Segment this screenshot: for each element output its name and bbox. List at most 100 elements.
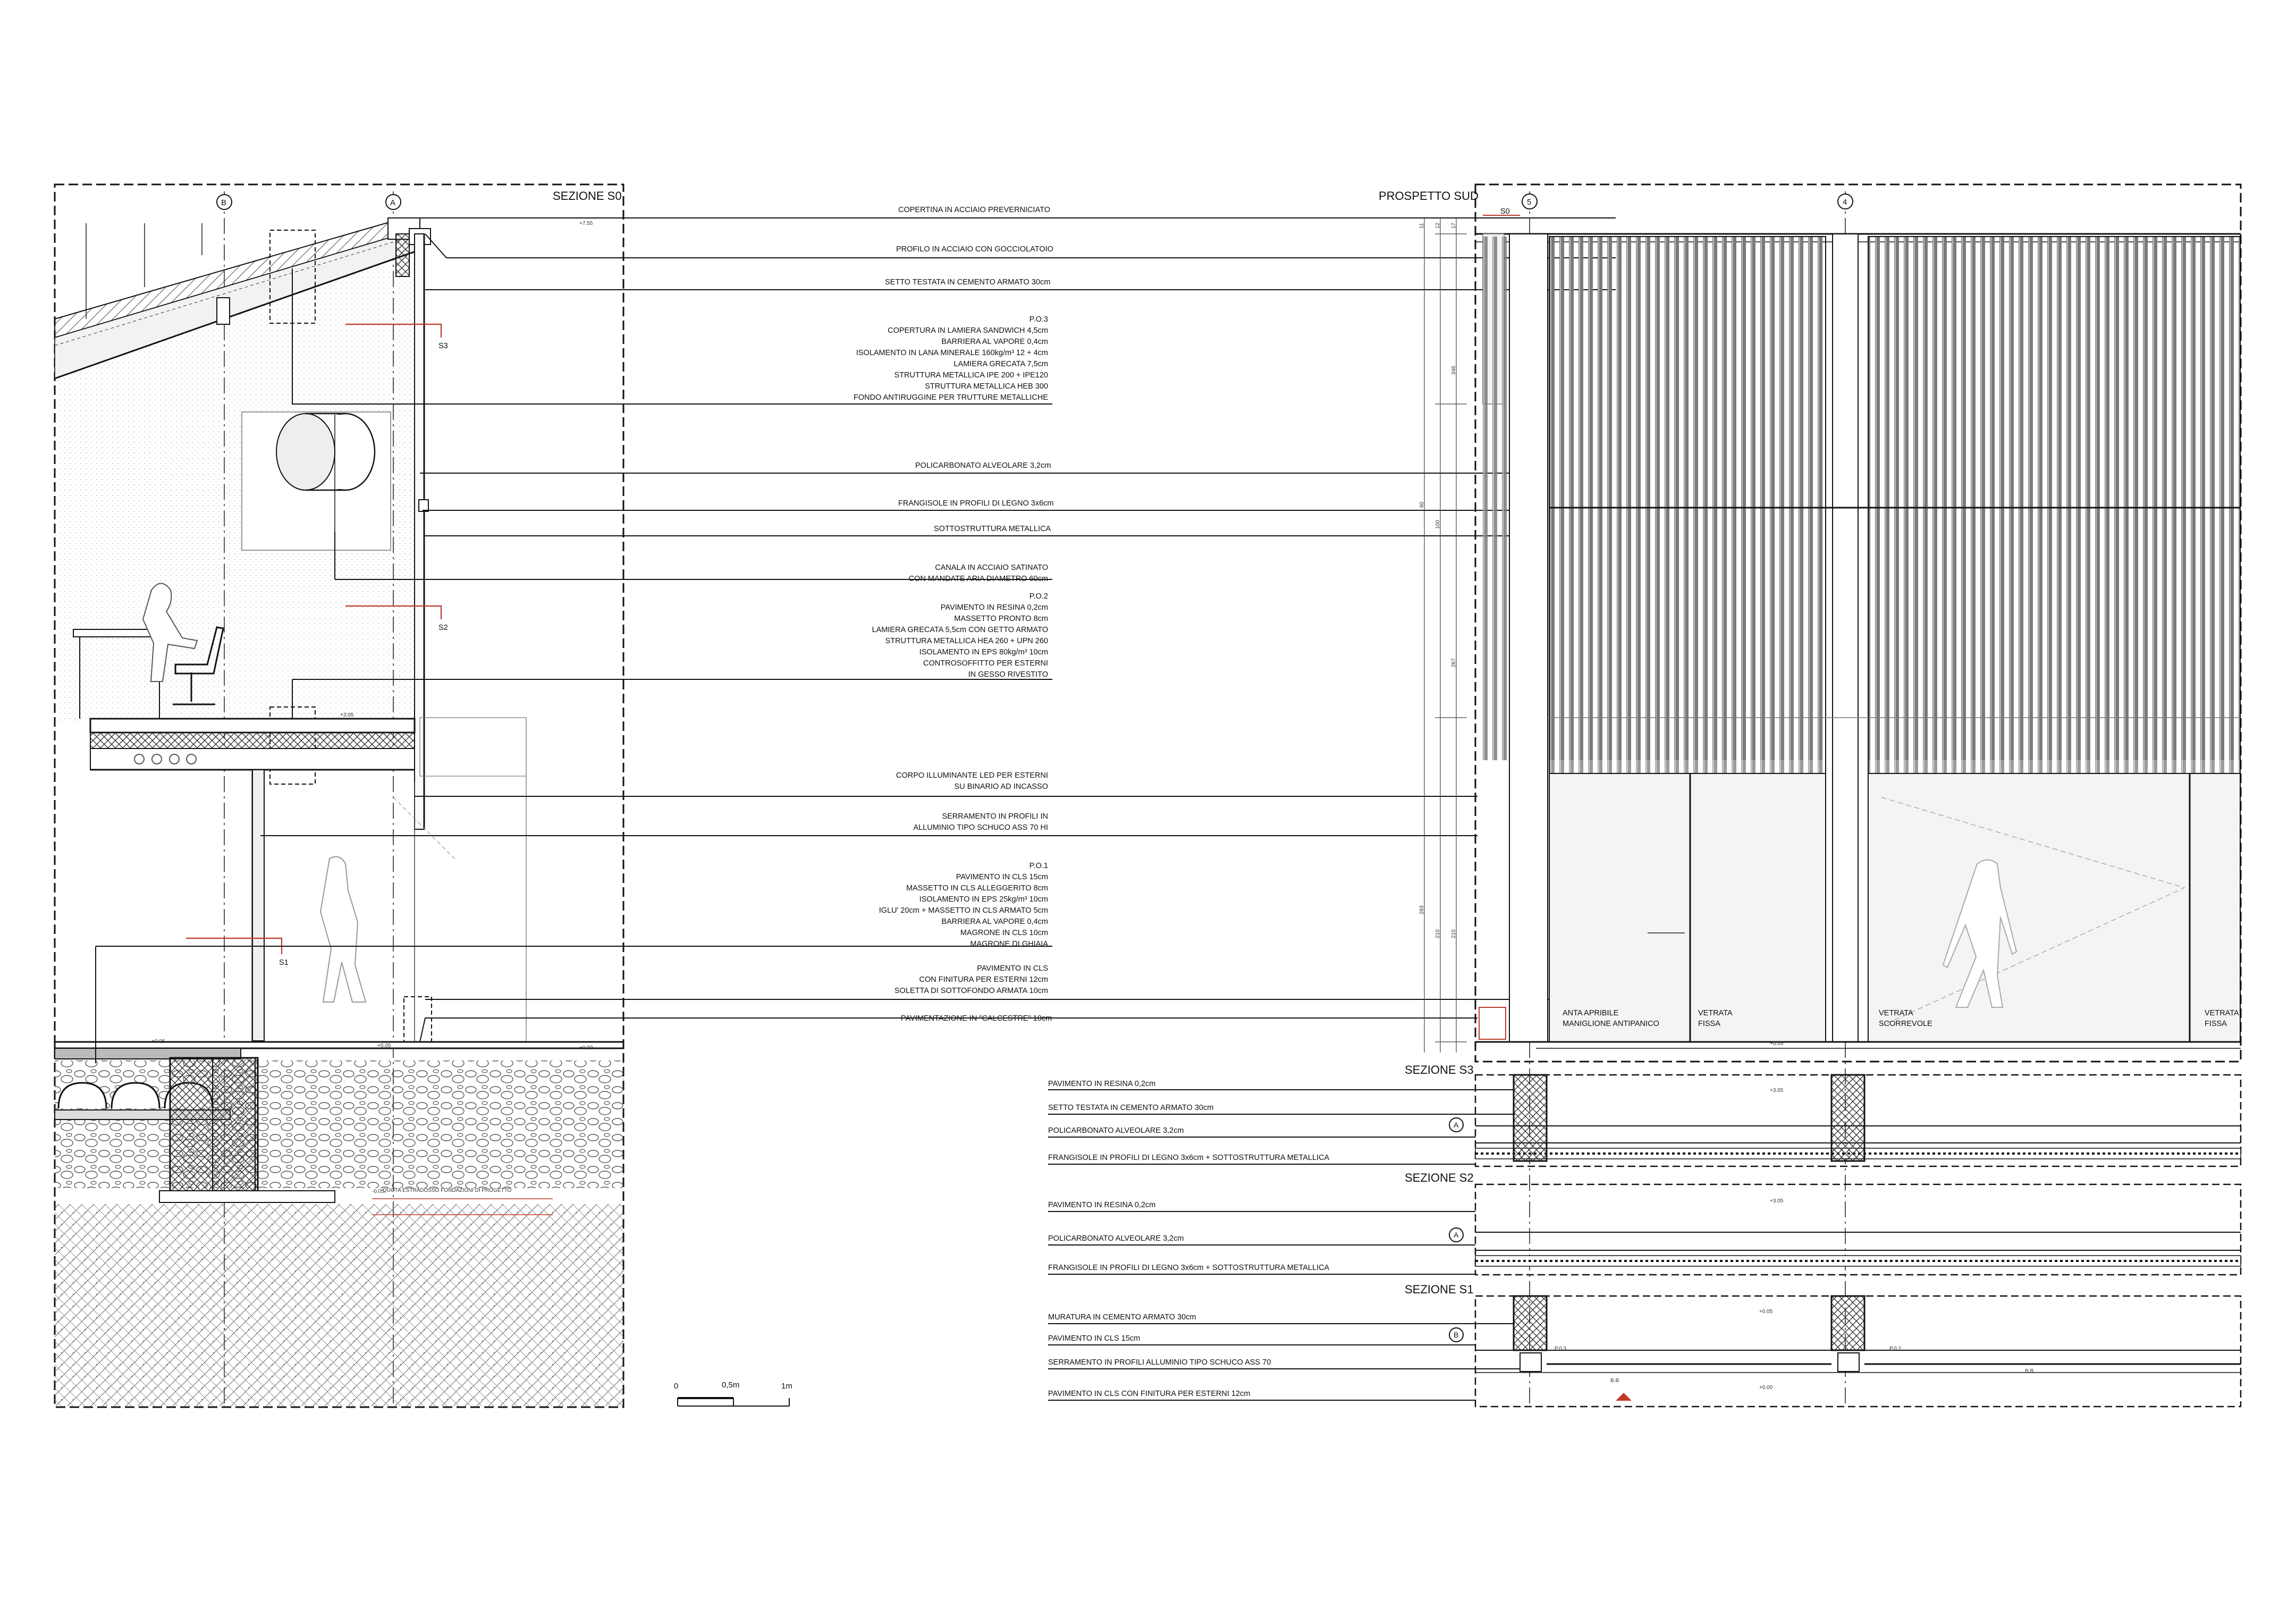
po3-line: FONDO ANTIRUGGINE PER TRUTTURE METALLICH… xyxy=(854,393,1048,402)
dim-label: 293 xyxy=(1419,905,1425,914)
s1-note: SERRAMENTO IN PROFILI ALLUMINIO TIPO SCH… xyxy=(1048,1358,1271,1367)
glazing-label: FISSA xyxy=(2205,1020,2227,1028)
callout-serramento: SERRAMENTO IN PROFILI IN ALLUMINIO TIPO … xyxy=(913,812,1048,832)
po2-line: PAVIMENTO IN RESINA 0,2cm xyxy=(941,603,1048,612)
glazing-label: MANIGLIONE ANTIPANICO xyxy=(1563,1020,1659,1028)
s1-axis-label: B xyxy=(1454,1331,1458,1339)
po3-line: P.O.3 xyxy=(1029,315,1048,324)
dim-label: 12 xyxy=(1435,222,1441,229)
pav-cls-line: CON FINITURA PER ESTERNI 12cm xyxy=(919,975,1048,984)
po3-line: STRUTTURA METALLICA IPE 200 + IPE120 xyxy=(894,371,1048,380)
axis-marker-4-label: 4 xyxy=(1843,198,1847,207)
callout-calcestre: PAVIMENTAZIONE IN "CALCESTRE" 10cm xyxy=(901,1014,1052,1023)
scale-bar: 0 0,5m 1m xyxy=(674,1381,792,1407)
s1-note: MURATURA IN CEMENTO ARMATO 30cm xyxy=(1048,1313,1196,1322)
po1-line: P.O.1 xyxy=(1029,862,1048,870)
callout-po2: P.O.2 PAVIMENTO IN RESINA 0,2cm MASSETTO… xyxy=(872,592,1048,679)
dim-label: 17 xyxy=(1451,222,1457,229)
callout-policarbonato: POLICARBONATO ALVEOLARE 3,2cm xyxy=(915,461,1051,470)
facade-polycarbonate xyxy=(414,233,425,830)
po2-line: ISOLAMENTO IN EPS 80kg/m³ 10cm xyxy=(919,648,1048,657)
cut-mark-s2: S2 xyxy=(438,624,448,632)
person-seated xyxy=(142,583,198,682)
serramento-line: ALLUMINIO TIPO SCHUCO ASS 70 HI xyxy=(913,823,1048,832)
section-s2-title: SEZIONE S2 xyxy=(1405,1171,1474,1184)
section-s1-title: SEZIONE S1 xyxy=(1405,1283,1474,1296)
axis-marker-a-label: A xyxy=(390,198,395,207)
cut-mark-s0: S0 xyxy=(1500,207,1510,216)
canala-line: CANALA IN ACCIAIO SATINATO xyxy=(935,563,1048,572)
po1-line: MAGRONE IN CLS 10cm xyxy=(960,929,1048,937)
po3-line: STRUTTURA METALLICA HEB 300 xyxy=(925,382,1048,391)
s1-tag-3: B.B xyxy=(1610,1378,1619,1384)
callout-led: CORPO ILLUMINANTE LED PER ESTERNI SU BIN… xyxy=(896,771,1048,791)
callout-sottostruttura: SOTTOSTRUTTURA METALLICA xyxy=(934,525,1051,533)
level-mezzanine: +3.05 xyxy=(340,712,354,718)
s2-notes: PAVIMENTO IN RESINA 0,2cm POLICARBONATO … xyxy=(1048,1201,1330,1272)
section-s0-title: SEZIONE S0 xyxy=(553,189,622,203)
po1-line: MASSETTO IN CLS ALLEGGERITO 8cm xyxy=(906,884,1048,893)
ground-soil xyxy=(55,1204,623,1406)
po2-line: CONTROSOFFITTO PER ESTERNI xyxy=(923,659,1048,668)
po2-line: P.O.2 xyxy=(1029,592,1048,601)
dim-label: 11 xyxy=(1419,223,1425,229)
s3-note: FRANGISOLE IN PROFILI DI LEGNO 3x6cm + S… xyxy=(1048,1154,1330,1162)
po3-line: BARRIERA AL VAPORE 0,4cm xyxy=(941,338,1048,346)
s1-notes: MURATURA IN CEMENTO ARMATO 30cm PAVIMENT… xyxy=(1048,1313,1271,1398)
s2-note: PAVIMENTO IN RESINA 0,2cm xyxy=(1048,1201,1155,1209)
cut-mark-s3: S3 xyxy=(438,342,448,350)
dim-label: 346 xyxy=(1451,366,1457,375)
callout-canala: CANALA IN ACCIAIO SATINATO CON MANDATE A… xyxy=(909,563,1048,583)
plan-sections: SEZIONE S3 A +3.05 PAVIMENTO IN RESINA 0… xyxy=(1048,1063,2242,1408)
s3-level: +3.05 xyxy=(1770,1088,1784,1093)
callout-frangisole: FRANGISOLE IN PROFILI DI LEGNO 3x6cm xyxy=(898,499,1053,508)
prospetto-sud: PROSPETTO SUD 5 4 S0 11 12 17 346 60 100… xyxy=(1379,183,2242,1406)
pav-cls-line: PAVIMENTO IN CLS xyxy=(977,964,1048,973)
section-s3-title: SEZIONE S3 xyxy=(1405,1063,1474,1076)
prospetto-dims: 11 12 17 346 60 100 267 210 210 293 xyxy=(1419,222,1457,938)
level-outside: +0.00 xyxy=(579,1045,593,1051)
dim-label: 267 xyxy=(1451,658,1457,667)
glazing-labels: ANTA APRIBILE MANIGLIONE ANTIPANICO VETR… xyxy=(1563,1009,2239,1028)
level-foundation: -0.05 xyxy=(372,1189,384,1194)
po1-line: BARRIERA AL VAPORE 0,4cm xyxy=(941,918,1048,926)
s2-axis-marker xyxy=(1449,1227,1464,1242)
po3-line: ISOLAMENTO IN LANA MINERALE 160kg/m³ 12 … xyxy=(856,349,1048,357)
s3-axis-marker xyxy=(1449,1117,1464,1132)
po2-line: STRUTTURA METALLICA HEA 260 + UPN 260 xyxy=(885,637,1048,645)
s3-note: SETTO TESTATA IN CEMENTO ARMATO 30cm xyxy=(1048,1104,1213,1112)
chair xyxy=(173,626,224,705)
s3-note: PAVIMENTO IN RESINA 0,2cm xyxy=(1048,1080,1155,1088)
s1-note: PAVIMENTO IN CLS 15cm xyxy=(1048,1334,1140,1343)
s3-notes: PAVIMENTO IN RESINA 0,2cm SETTO TESTATA … xyxy=(1048,1080,1330,1162)
callout-pav-cls: PAVIMENTO IN CLS CON FINITURA PER ESTERN… xyxy=(894,964,1048,995)
brise-soleil-panel-2 xyxy=(1868,237,2240,760)
pav-cls-line: SOLETTA DI SOTTOFONDO ARMATA 10cm xyxy=(894,987,1048,995)
level-top: +7.55 xyxy=(579,221,593,226)
scale-label-half: 0,5m xyxy=(722,1381,739,1390)
axis-marker-5 xyxy=(1522,193,1538,209)
led-line: CORPO ILLUMINANTE LED PER ESTERNI xyxy=(896,771,1048,780)
po1-line: PAVIMENTO IN CLS 15cm xyxy=(956,873,1048,881)
callout-setto: SETTO TESTATA IN CEMENTO ARMATO 30cm xyxy=(885,278,1050,287)
person-standing xyxy=(319,856,367,1003)
s1-axis-marker xyxy=(1449,1327,1464,1342)
glazing-label: VETRATA xyxy=(2205,1009,2239,1017)
po2-line: MASSETTO PRONTO 8cm xyxy=(954,615,1048,623)
elevation-person xyxy=(1942,859,2018,1008)
s1-tag-2: P.0.2 xyxy=(1889,1346,1901,1352)
po1-line: IGLU' 20cm + MASSETTO IN CLS ARMATO 5cm xyxy=(879,906,1048,915)
callout-po3: P.O.3 COPERTURA IN LAMIERA SANDWICH 4,5c… xyxy=(854,315,1048,402)
prospetto-level: +0.05 xyxy=(1770,1041,1784,1047)
po1-line: ISOLAMENTO IN EPS 25kg/m³ 10cm xyxy=(919,895,1048,904)
section-s0: SEZIONE S0 B A xyxy=(54,183,624,1408)
po1-line: MAGRONE DI GHIAIA xyxy=(970,940,1048,948)
section-s2-frame xyxy=(1474,1183,2242,1276)
po3-line: COPERTURA IN LAMIERA SANDWICH 4,5cm xyxy=(888,326,1048,335)
prospetto-title: PROSPETTO SUD xyxy=(1379,189,1479,203)
axis-marker-b-label: B xyxy=(221,198,226,207)
po2-line: LAMIERA GRECATA 5,5cm CON GETTO ARMATO xyxy=(872,626,1048,634)
axis-marker-4 xyxy=(1837,193,1853,209)
brise-soleil-panel-1 xyxy=(1549,237,1826,760)
